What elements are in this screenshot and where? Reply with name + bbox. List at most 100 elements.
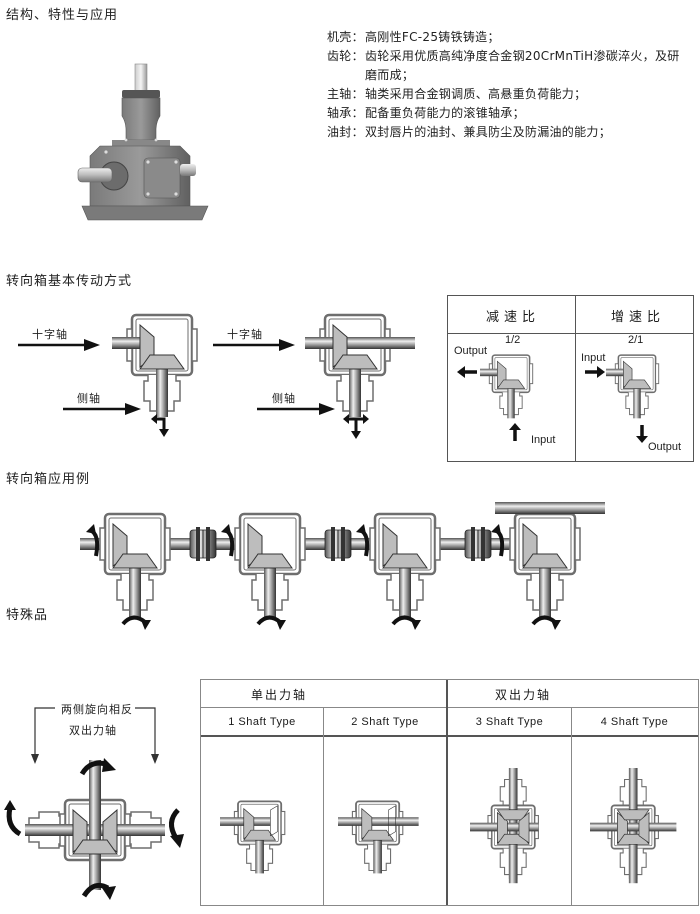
spec-gear: 齿轮：齿轮采用优质高纯净度合金钢20CrMnTiH渗碳淬火，及研 <box>327 47 697 66</box>
input-shaft <box>338 817 419 826</box>
gearbox-diagram-dual-output <box>25 760 165 890</box>
ratio-increase-value: 2/1 <box>628 334 644 346</box>
label-side-shaft-1: 侧轴 <box>77 392 101 405</box>
drive-arrow-side-1 <box>63 403 141 415</box>
bevel-gear-bottom <box>522 553 568 569</box>
output-shaft <box>255 830 264 874</box>
output-shaft <box>373 830 382 874</box>
spec-value: 双封唇片的油封、兼具防尘及防漏油的能力； <box>365 125 612 139</box>
gearbox-unit <box>234 512 306 630</box>
single-output-header: 单出力轴 <box>251 688 308 702</box>
spec-key: 主轴： <box>327 87 364 101</box>
output-shaft <box>633 379 641 419</box>
bevel-gear-bottom <box>382 553 428 569</box>
rotation-arrow-bidirectional <box>343 414 369 439</box>
shaft-type-3-label: 3 Shaft Type <box>475 716 544 728</box>
rotation-arrow-right <box>169 808 184 848</box>
shaft-type-1-label: 1 Shaft Type <box>228 716 296 728</box>
section-title-special: 特殊品 <box>6 608 49 623</box>
bevel-gear-bottom <box>622 379 652 389</box>
spec-value: 配备重负荷能力的滚锥轴承； <box>365 106 525 120</box>
ratio-increase-output-label: Output <box>648 441 682 453</box>
bevel-gear-bottom <box>496 379 526 389</box>
bevel-gear-bottom <box>361 829 395 841</box>
gearbox-diagram-increase <box>606 354 660 419</box>
shaft-coupling <box>324 527 352 561</box>
spec-main-shaft: 主轴：轴类采用合金钢调质、高悬重负荷能力； <box>327 85 697 104</box>
shaft-type-4-label: 4 Shaft Type <box>600 716 669 728</box>
ratio-reduce-input-label: Input <box>531 434 556 446</box>
output-shaft <box>349 355 361 417</box>
ratio-increase-input-label: Input <box>581 352 606 364</box>
gear-outline-right <box>270 805 278 837</box>
output-arrow-down <box>636 425 648 443</box>
ratio-reduce-value: 1/2 <box>505 334 521 346</box>
spec-value-cont: 磨而成； <box>365 68 415 82</box>
spec-value: 齿轮采用优质高纯净度合金钢20CrMnTiH渗碳淬火，及研 <box>365 49 680 63</box>
label-opposite-rotation: 两侧旋向相反 <box>58 701 136 717</box>
shaft-type-4-diagram <box>590 768 677 884</box>
spec-gear-cont: 磨而成； <box>327 66 697 85</box>
gearbox-diagram-through-shaft <box>305 313 415 417</box>
ratio-reduce-title: 减速比 <box>486 310 541 325</box>
ratio-table: 减速比 增速比 1/2 Output Input 2/1 Input Outpu… <box>447 295 694 462</box>
bevel-gear-bottom <box>139 354 185 370</box>
ratio-increase-title: 增速比 <box>611 310 666 325</box>
output-shaft <box>539 554 551 618</box>
application-chain-diagram <box>80 502 605 630</box>
gearbox-product-image <box>77 63 209 221</box>
gearbox-unit <box>369 512 441 630</box>
gearbox-diagram-single-output <box>112 313 198 417</box>
rotation-arrow-down-left <box>151 414 169 437</box>
label-side-shaft-2: 侧轴 <box>272 392 296 405</box>
spec-key: 齿轮： <box>327 49 364 63</box>
section-title-structure: 结构、特性与应用 <box>6 8 119 23</box>
shaft-type-1-diagram <box>220 800 286 874</box>
output-shaft <box>264 554 276 618</box>
spec-value: 轴类采用合金钢调质、高悬重负荷能力； <box>365 87 587 101</box>
bevel-gear-bottom <box>112 553 158 569</box>
section-title-drive-modes: 转向箱基本传动方式 <box>6 274 133 289</box>
gearbox-unit-top-output <box>495 502 605 630</box>
top-shaft <box>495 502 605 514</box>
gearbox-diagram-reduction <box>480 354 534 419</box>
output-arrow-left <box>457 366 477 378</box>
spec-list: 机壳：高刚性FC-25铸铁铸造； 齿轮：齿轮采用优质高纯净度合金钢20CrMnT… <box>327 28 697 142</box>
label-cross-shaft-1: 十字轴 <box>32 328 68 341</box>
rotation-arrow-top <box>79 758 116 776</box>
shaft-type-3-diagram <box>470 768 539 884</box>
bevel-gear-bottom <box>247 553 293 569</box>
bevel-gear-right <box>638 811 650 844</box>
shaft-type-table: 单出力轴 双出力轴 1 Shaft Type 2 Shaft Type 3 Sh… <box>200 679 699 906</box>
shaft-coupling <box>189 527 217 561</box>
spec-value: 高刚性FC-25铸铁铸造； <box>365 30 500 44</box>
drive-arrow-side-2 <box>257 403 335 415</box>
input-shaft <box>606 368 633 377</box>
shaft-coupling <box>464 527 492 561</box>
spec-housing: 机壳：高刚性FC-25铸铁铸造； <box>327 28 697 47</box>
output-shaft <box>156 355 168 417</box>
bevel-gear-right <box>518 811 530 844</box>
bevel-gear-bottom <box>72 839 118 855</box>
output-shaft <box>507 379 515 419</box>
input-arrow-right <box>585 366 605 378</box>
gearbox-unit <box>99 512 171 630</box>
output-shaft <box>399 554 411 618</box>
output-shaft <box>129 554 141 618</box>
input-shaft <box>305 337 415 349</box>
input-arrow-up <box>509 423 521 441</box>
ratio-reduce-output-label: Output <box>454 345 488 357</box>
spec-bearing: 轴承：配备重负荷能力的滚锥轴承； <box>327 104 697 123</box>
label-dual-output: 双出力轴 <box>69 724 117 737</box>
spec-key: 机壳： <box>327 30 364 44</box>
bevel-gear-bottom <box>332 354 378 370</box>
shaft-type-2-diagram <box>338 800 419 874</box>
rotation-arrow-left <box>4 800 22 837</box>
bevel-gear-bottom <box>243 829 277 841</box>
input-shaft <box>480 368 507 377</box>
input-shaft <box>590 822 677 832</box>
section-title-applications: 转向箱应用例 <box>6 472 91 487</box>
spec-oil-seal: 油封：双封唇片的油封、兼具防尘及防漏油的能力； <box>327 123 697 142</box>
label-cross-shaft-2: 十字轴 <box>227 328 263 341</box>
gear-outline-right <box>388 805 396 837</box>
